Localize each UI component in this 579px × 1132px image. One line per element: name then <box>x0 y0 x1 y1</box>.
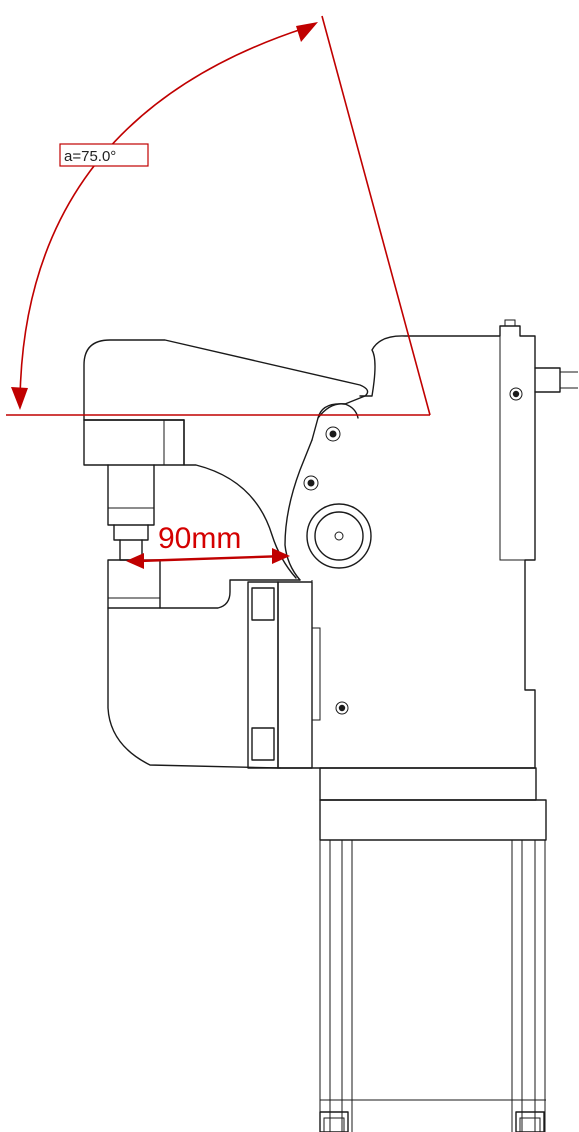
distance-arrow-left <box>126 553 144 569</box>
angle-label: a=75.0° <box>64 148 116 165</box>
punch-tool <box>83 419 185 561</box>
arc-arrow-top <box>296 22 318 42</box>
angle-dimension: a=75.0° <box>6 15 431 416</box>
clamp-plate <box>247 581 321 769</box>
pivot-hub <box>306 503 372 569</box>
c-frame <box>83 319 578 769</box>
arc-arrow-bottom <box>11 387 28 410</box>
distance-dimension: 90mm <box>126 522 290 569</box>
fasteners <box>303 387 523 715</box>
distance-arrow-right <box>272 548 290 564</box>
distance-label: 90mm <box>158 522 241 555</box>
die-block <box>107 559 161 609</box>
stand <box>319 767 547 1132</box>
